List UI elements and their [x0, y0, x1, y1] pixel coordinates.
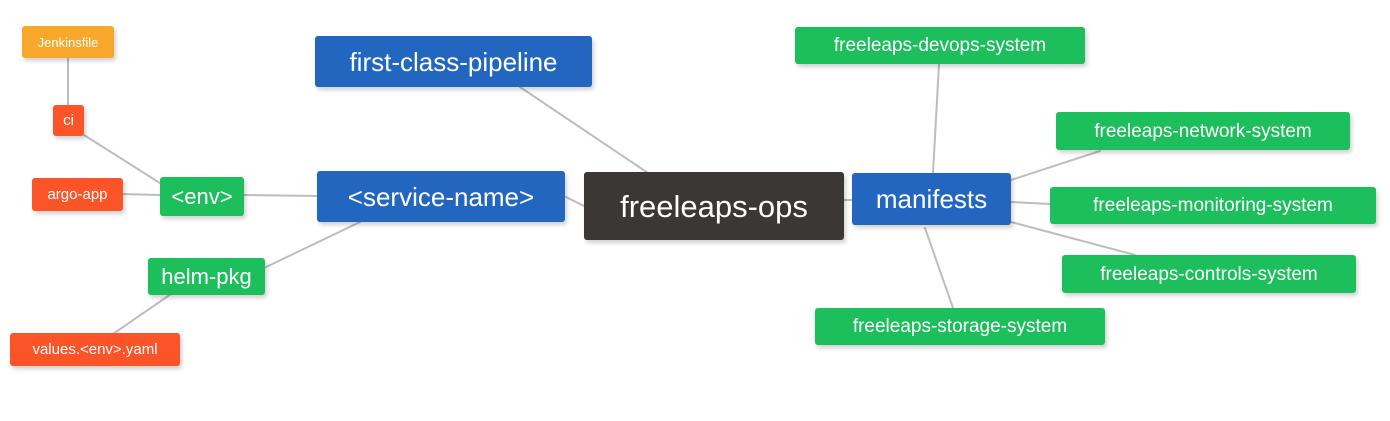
node-label-helm-pkg: helm-pkg: [161, 263, 252, 289]
node-label-jenkinsfile: Jenkinsfile: [37, 34, 99, 50]
node-label-freeleaps-network-system: freeleaps-network-system: [1094, 120, 1312, 142]
node-first-class-pipeline[interactable]: first-class-pipeline: [315, 36, 592, 87]
node-ci[interactable]: ci: [53, 105, 84, 136]
node-argo-app[interactable]: argo-app: [32, 178, 123, 211]
edge-manifests-freeleaps-storage-system: [924, 227, 954, 309]
edge-freeleaps-ops-service-name: [565, 196, 585, 207]
node-freeleaps-ops[interactable]: freeleaps-ops: [584, 172, 844, 240]
edge-freeleaps-ops-first-class-pipeline: [519, 86, 649, 174]
node-label-values-env-yaml: values.<env>.yaml: [32, 341, 158, 358]
edge-manifests-freeleaps-devops-system: [932, 63, 940, 174]
node-label-freeleaps-storage-system: freeleaps-storage-system: [852, 316, 1068, 337]
node-freeleaps-network-system[interactable]: freeleaps-network-system: [1056, 112, 1350, 150]
node-label-freeleaps-devops-system: freeleaps-devops-system: [833, 35, 1047, 56]
node-manifests[interactable]: manifests: [852, 173, 1011, 225]
edge-env-argo-app: [122, 193, 161, 196]
edge-manifests-freeleaps-monitoring-system: [1010, 201, 1051, 205]
node-label-service-name: <service-name>: [347, 181, 535, 212]
node-label-ci: ci: [63, 112, 74, 129]
node-helm-pkg[interactable]: helm-pkg: [148, 258, 265, 295]
node-service-name[interactable]: <service-name>: [317, 171, 565, 222]
edge-manifests-freeleaps-controls-system: [1010, 221, 1136, 256]
node-label-freeleaps-monitoring-system: freeleaps-monitoring-system: [1093, 195, 1333, 216]
node-label-first-class-pipeline: first-class-pipeline: [349, 46, 558, 77]
node-values-env-yaml[interactable]: values.<env>.yaml: [10, 333, 180, 366]
node-freeleaps-devops-system[interactable]: freeleaps-devops-system: [795, 27, 1085, 64]
node-env[interactable]: <env>: [160, 177, 244, 216]
node-label-freeleaps-controls-system: freeleaps-controls-system: [1100, 263, 1318, 285]
node-freeleaps-controls-system[interactable]: freeleaps-controls-system: [1062, 255, 1356, 293]
edge-service-name-helm-pkg: [263, 221, 361, 269]
edge-helm-pkg-values-env-yaml: [112, 293, 172, 335]
node-label-env: <env>: [171, 183, 233, 209]
node-freeleaps-monitoring-system[interactable]: freeleaps-monitoring-system: [1050, 187, 1376, 224]
node-label-freeleaps-ops: freeleaps-ops: [620, 188, 808, 224]
edge-manifests-freeleaps-network-system: [1010, 150, 1101, 181]
edge-service-name-env: [243, 194, 318, 197]
node-label-manifests: manifests: [875, 184, 988, 214]
node-jenkinsfile[interactable]: Jenkinsfile: [22, 26, 114, 58]
node-freeleaps-storage-system[interactable]: freeleaps-storage-system: [815, 308, 1105, 345]
node-label-argo-app: argo-app: [47, 186, 108, 203]
